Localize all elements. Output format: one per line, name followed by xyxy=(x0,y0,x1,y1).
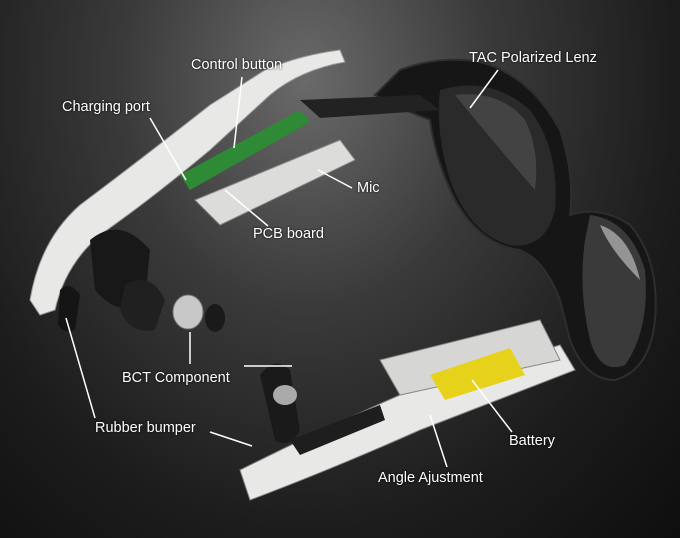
label-mic: Mic xyxy=(357,180,380,196)
label-bct-component: BCT Component xyxy=(122,370,230,386)
battery-cell xyxy=(430,348,525,400)
leader-control-button xyxy=(233,76,243,149)
label-angle-adjustment: Angle Ajustment xyxy=(378,470,483,486)
bct-parts xyxy=(58,229,225,332)
label-control-button: Control button xyxy=(191,57,283,73)
leader-rubber-bumper xyxy=(65,317,96,419)
right-temple xyxy=(239,319,576,501)
leader-tac-lens xyxy=(469,69,499,109)
pcb-board xyxy=(180,110,310,190)
leader-pcb-board xyxy=(224,189,269,227)
rubber-bumper xyxy=(58,286,80,332)
leader-charging-port xyxy=(149,117,187,181)
leader-battery xyxy=(471,379,513,433)
label-tac-lens: TAC Polarized Lenz xyxy=(469,50,597,66)
bct-component-part xyxy=(172,294,204,330)
label-pcb-board: PCB board xyxy=(253,226,324,242)
leader-lines xyxy=(65,69,513,468)
leader-mic xyxy=(317,169,353,189)
leader-rubber-bumper-2 xyxy=(209,431,253,447)
label-charging-port: Charging port xyxy=(62,99,150,115)
leader-angle-adjustment xyxy=(429,414,448,468)
left-temple xyxy=(29,49,440,316)
label-battery: Battery xyxy=(509,433,555,449)
label-rubber-bumper: Rubber bumper xyxy=(95,420,196,436)
front-frame xyxy=(373,58,657,382)
